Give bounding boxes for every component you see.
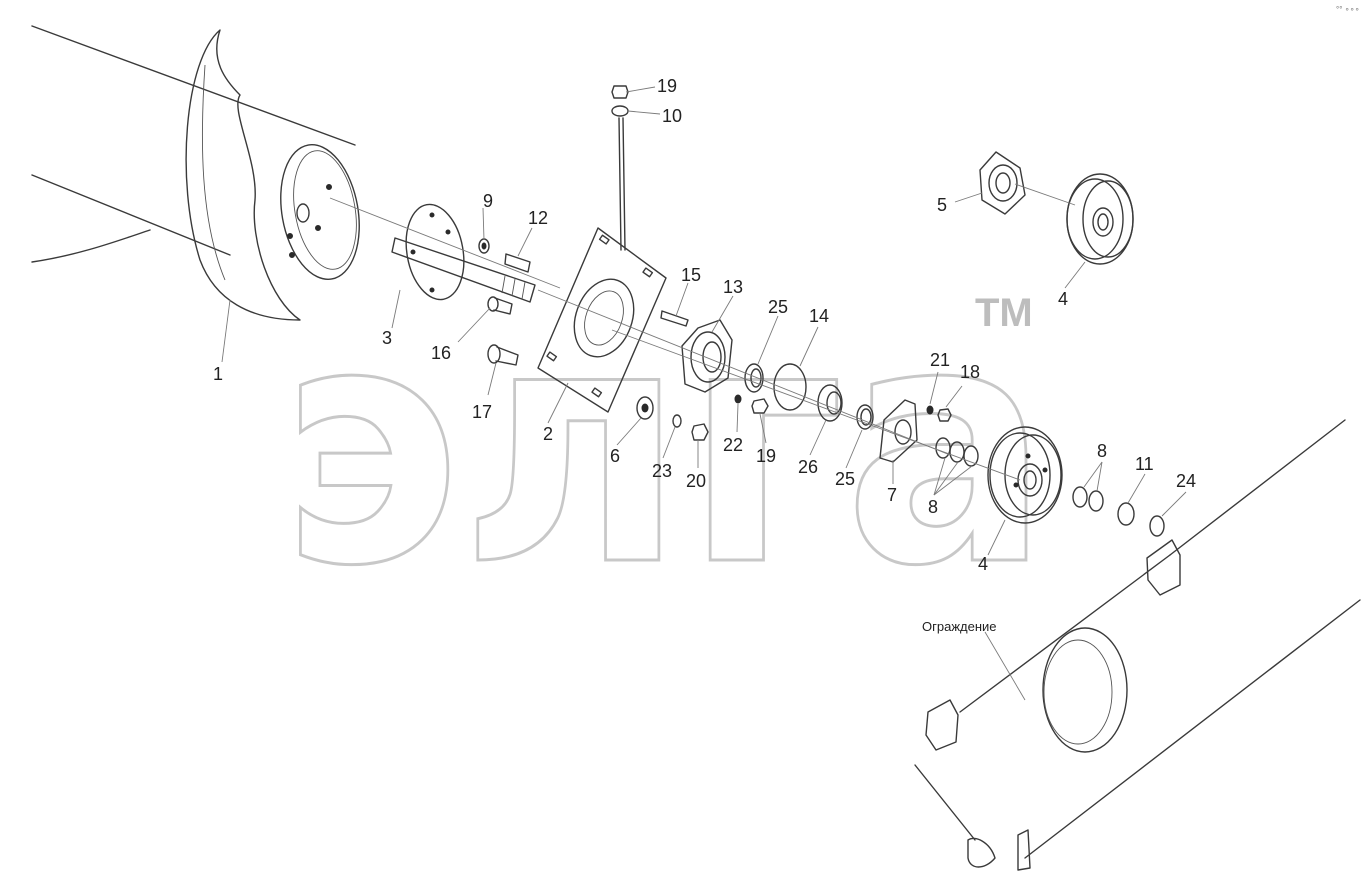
part-22-washer: [734, 394, 742, 404]
callout-19-top: 19: [657, 76, 677, 96]
guard-assembly: [914, 419, 1361, 871]
callout-13: 13: [723, 277, 743, 297]
part-19-nut-top: [611, 85, 629, 99]
part-25-seal: [744, 363, 764, 393]
callout-labels: 1 2 3 4 4 5 6 7 8 8 9 10 11 12 13 14 15 …: [213, 76, 1196, 574]
part-5-bearing-flange: [979, 151, 1026, 215]
part-21-washer: [926, 405, 934, 415]
callout-20: 20: [686, 471, 706, 491]
part-19-nut: [751, 398, 769, 414]
callout-10: 10: [662, 106, 682, 126]
part-4-pulley-lower: [987, 426, 1063, 524]
part-26-bearing: [817, 384, 843, 422]
callout-6: 6: [610, 446, 620, 466]
callout-9: 9: [483, 191, 493, 211]
callout-16: 16: [431, 343, 451, 363]
part-3-flange-shaft: [391, 203, 536, 303]
callout-17: 17: [472, 402, 492, 422]
part-2-mounting-plate: [537, 117, 667, 413]
part-1-auger-tube: [31, 25, 360, 321]
callout-18: 18: [960, 362, 980, 382]
callout-7: 7: [887, 485, 897, 505]
callout-26: 26: [798, 457, 818, 477]
callout-4-lower: 4: [978, 554, 988, 574]
callout-25-upper: 25: [768, 297, 788, 317]
part-4-pulley-upper: [1066, 173, 1134, 265]
leader-lines: [221, 86, 1187, 701]
corner-mark: °° ∘∘∘: [1336, 5, 1360, 14]
part-9-washer: [478, 238, 490, 254]
part-10-washer-top: [611, 105, 629, 117]
guard-label: Ограждение: [922, 619, 997, 634]
part-13-bearing-housing: [681, 319, 733, 393]
callout-8-left: 8: [928, 497, 938, 517]
part-20-nut: [691, 423, 709, 441]
callout-15: 15: [681, 265, 701, 285]
callout-8-right: 8: [1097, 441, 1107, 461]
part-25-seal-b: [856, 404, 874, 430]
part-12-bolt: [504, 253, 531, 273]
watermark-tm: TM: [975, 291, 1033, 335]
part-14-o-ring: [773, 363, 807, 411]
callout-21: 21: [930, 350, 950, 370]
watermark: элга TM: [279, 253, 1052, 640]
part-17-bolt: [487, 344, 519, 366]
callout-5: 5: [937, 195, 947, 215]
callout-25-lower: 25: [835, 469, 855, 489]
callout-22: 22: [723, 435, 743, 455]
callout-12: 12: [528, 208, 548, 228]
part-6-washer: [636, 396, 654, 420]
callout-14: 14: [809, 306, 829, 326]
callout-3: 3: [382, 328, 392, 348]
part-8-rings-left: [935, 437, 979, 467]
watermark-text: элга: [280, 254, 1050, 638]
callout-23: 23: [652, 461, 672, 481]
part-15-bolt: [660, 310, 689, 327]
part-8-rings-right: [1072, 486, 1104, 512]
callout-24: 24: [1176, 471, 1196, 491]
part-18-nut: [937, 408, 952, 422]
part-16-bolt: [487, 296, 513, 315]
callout-1: 1: [213, 364, 223, 384]
callout-4-upper: 4: [1058, 289, 1068, 309]
part-11-ring: [1117, 502, 1135, 526]
part-24-ring: [1149, 515, 1165, 537]
callout-19: 19: [756, 446, 776, 466]
part-23-washer: [672, 414, 682, 428]
callout-11: 11: [1135, 454, 1154, 474]
callout-2: 2: [543, 424, 553, 444]
